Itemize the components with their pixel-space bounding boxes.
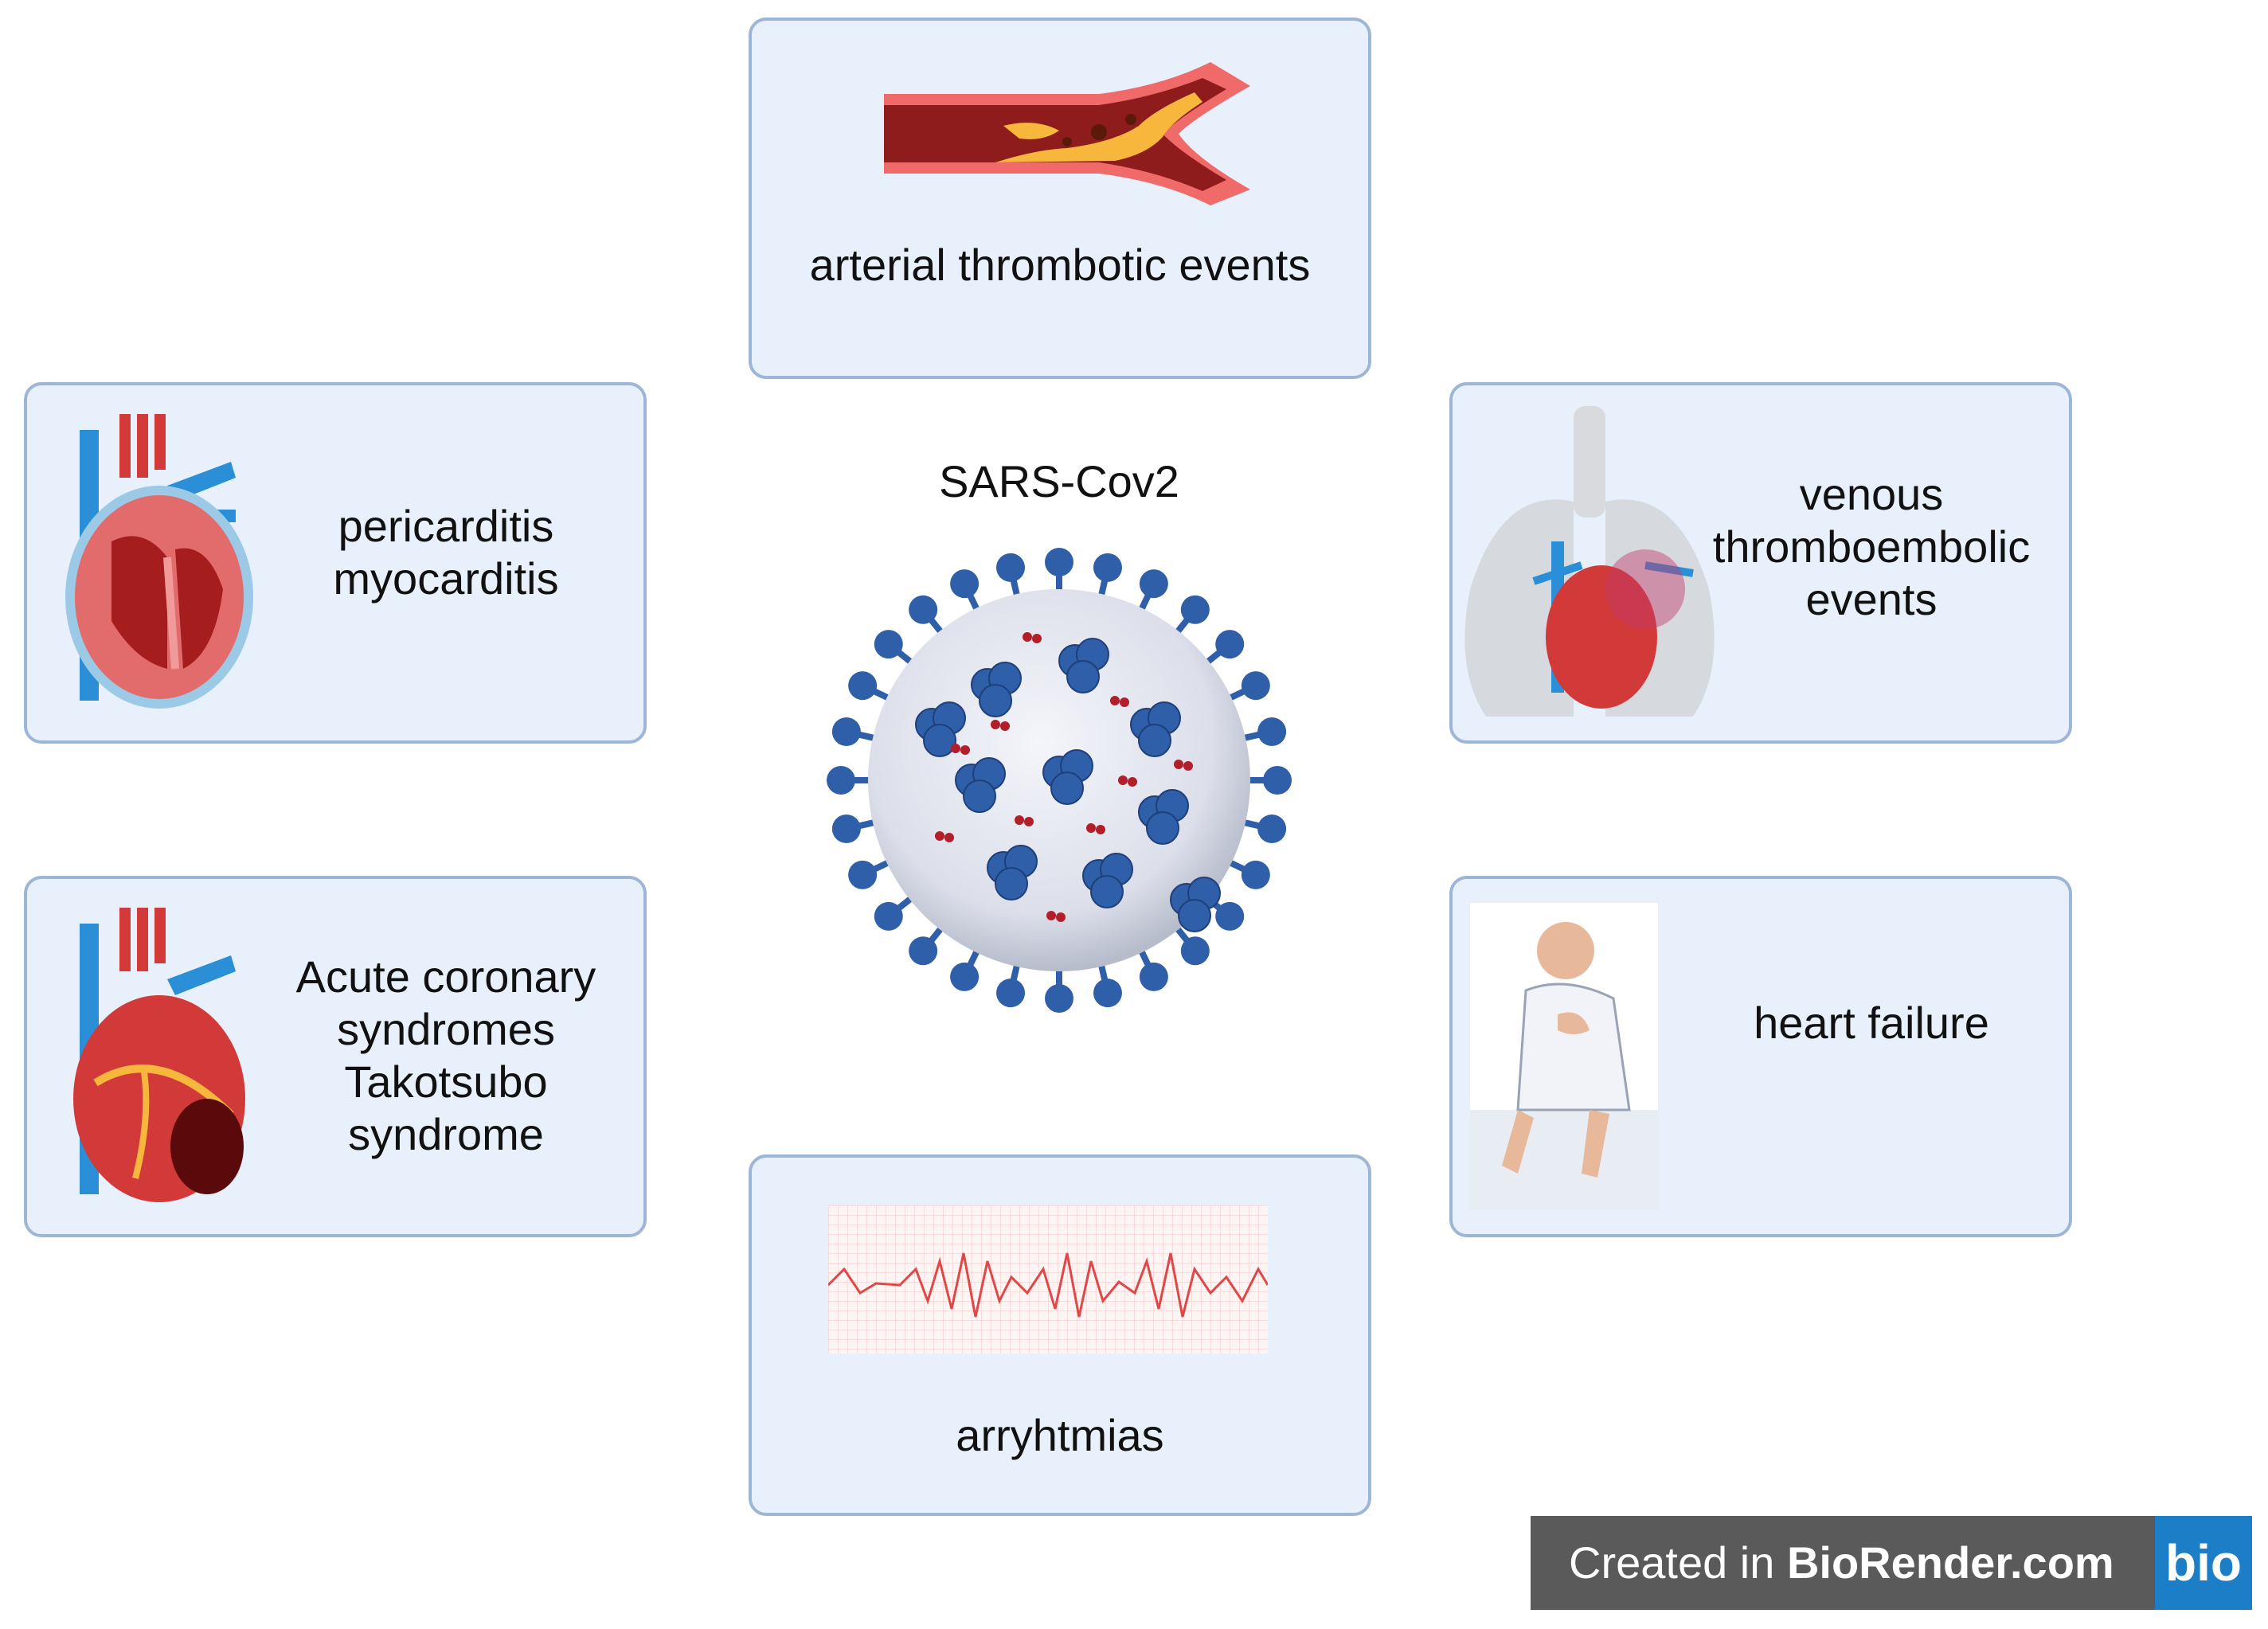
label-line: venous <box>1799 469 1944 519</box>
biorender-logo: bio <box>2155 1516 2252 1610</box>
spike-head <box>831 717 861 747</box>
spike-protein <box>1146 811 1179 845</box>
biorender-watermark: Created in BioRender.com bio <box>1531 1516 2252 1610</box>
envelope-protein <box>1024 817 1034 826</box>
envelope-protein <box>1118 775 1128 785</box>
spike-protein <box>923 724 956 757</box>
spike-head <box>1180 595 1210 624</box>
label-acute-coronary-syndromes: Acute coronary syndromes Takotsubo syndr… <box>271 951 621 1161</box>
envelope-protein <box>1023 632 1032 642</box>
spike-protein <box>1138 724 1171 757</box>
label-pericarditis-myocarditis: pericarditis myocarditis <box>271 500 621 605</box>
envelope-protein <box>1056 912 1066 922</box>
inflamed-heart-icon <box>65 414 253 709</box>
spike-head <box>1215 630 1245 659</box>
envelope-protein <box>1183 761 1193 771</box>
spike-protein <box>1178 899 1211 932</box>
spike-head <box>996 979 1026 1008</box>
envelope-protein <box>1046 911 1056 920</box>
watermark-prefix: Created in <box>1569 1537 1787 1588</box>
envelope-protein <box>991 720 1000 729</box>
label-line: syndrome <box>348 1109 544 1159</box>
spike-head <box>827 766 855 795</box>
spike-head <box>1257 814 1287 843</box>
spike-head <box>874 901 903 931</box>
label-heart-failure: heart failure <box>1696 997 2047 1049</box>
spike-protein <box>1090 875 1124 908</box>
artery-plaque-icon <box>884 62 1250 205</box>
ecg-strip-icon <box>828 1205 1268 1354</box>
envelope-protein <box>935 831 944 841</box>
spike-head <box>848 671 878 701</box>
envelope-protein <box>944 833 954 842</box>
label-venous-thromboembolic-events: venous thromboembolic events <box>1688 468 2055 626</box>
label-line: syndromes <box>337 1004 555 1054</box>
spike-protein <box>1050 772 1084 805</box>
spike-head <box>874 630 903 659</box>
lungs-heart-icon <box>1464 406 1715 717</box>
label-line: myocarditis <box>333 553 559 604</box>
watermark-brand: BioRender.com <box>1786 1537 2114 1588</box>
box-arterial-thrombotic-events <box>749 18 1371 379</box>
spike-head <box>831 814 861 843</box>
label-line: thromboembolic <box>1712 522 2031 572</box>
spike-protein <box>1066 660 1100 693</box>
label-arrhythmias: arryhtmias <box>749 1409 1371 1462</box>
envelope-protein <box>951 744 960 753</box>
envelope-protein <box>1086 823 1096 833</box>
spike-head <box>1241 860 1270 889</box>
spike-head <box>1139 569 1168 599</box>
spike-head <box>1093 553 1122 582</box>
watermark-text: Created in BioRender.com <box>1569 1516 2114 1610</box>
envelope-protein <box>1128 777 1137 787</box>
spike-head <box>1045 984 1073 1013</box>
infarcted-heart-icon <box>73 908 245 1202</box>
envelope-protein <box>1120 697 1129 707</box>
envelope-protein <box>1096 825 1105 834</box>
spike-head <box>1180 936 1210 966</box>
spike-protein <box>995 867 1028 900</box>
virus-title: SARS-Cov2 <box>939 456 1179 506</box>
envelope-protein <box>1110 696 1120 705</box>
patient-chest-pain-icon <box>1470 903 1658 1210</box>
label-line: pericarditis <box>338 501 554 551</box>
spike-head <box>1241 671 1270 701</box>
spike-protein <box>963 779 996 813</box>
envelope-protein <box>1032 634 1042 643</box>
spike-head <box>848 860 878 889</box>
spike-head <box>950 962 980 991</box>
spike-head <box>909 595 938 624</box>
spike-head <box>1215 901 1245 931</box>
spike-head <box>909 936 938 966</box>
label-line: events <box>1805 574 1938 624</box>
label-arterial-thrombotic-events: arterial thrombotic events <box>749 239 1371 291</box>
spike-head <box>996 553 1026 582</box>
envelope-protein <box>1015 815 1024 825</box>
label-line: arryhtmias <box>956 1410 1164 1460</box>
spike-protein <box>979 684 1012 717</box>
label-line: heart failure <box>1754 998 1989 1048</box>
label-line: arterial thrombotic events <box>809 240 1311 290</box>
label-line: Takotsubo <box>344 1057 548 1107</box>
spike-head <box>1139 962 1168 991</box>
label-line: Acute coronary <box>295 951 596 1002</box>
spike-head <box>1263 766 1292 795</box>
spike-head <box>950 569 980 599</box>
spike-head <box>1257 717 1287 747</box>
envelope-protein <box>960 745 970 755</box>
envelope-protein <box>1000 721 1010 731</box>
envelope-protein <box>1174 760 1183 769</box>
spike-head <box>1093 979 1122 1008</box>
spike-head <box>1045 548 1073 576</box>
coronavirus-icon <box>827 548 1292 1013</box>
